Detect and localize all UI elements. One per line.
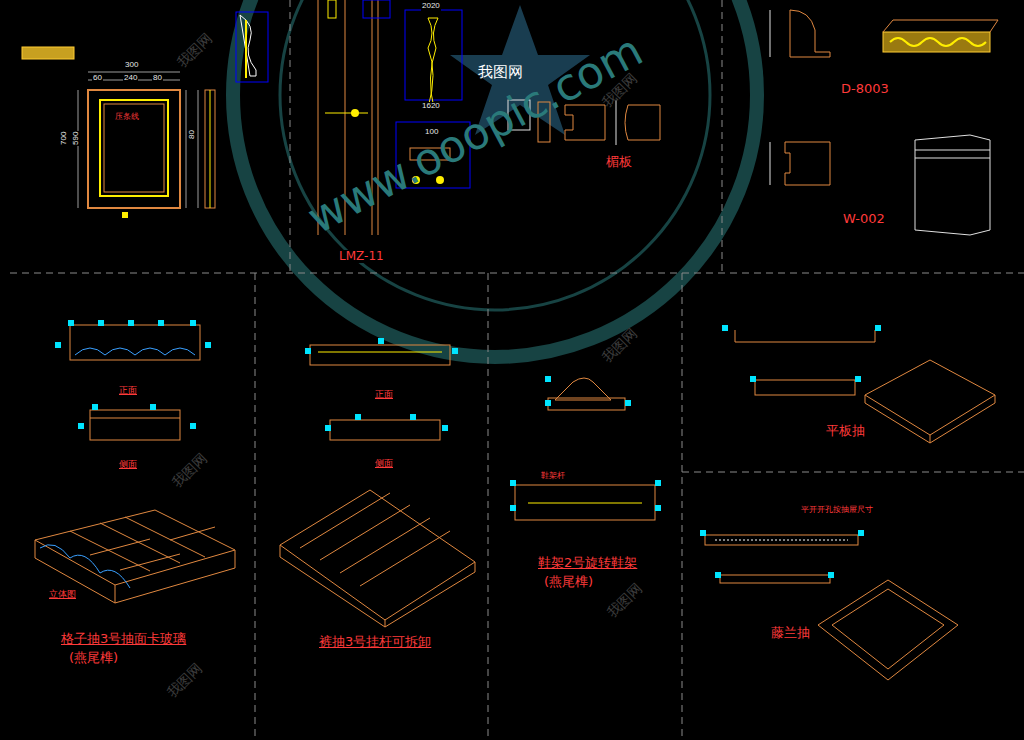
watermark-seal — [233, 0, 757, 357]
watermark: 我图网 — [165, 660, 206, 701]
part-code: LMZ-11 — [338, 250, 385, 263]
dimension: 100 — [424, 128, 439, 137]
watermark: 我图网 — [175, 30, 216, 71]
part-name: 藤兰抽 — [770, 626, 811, 640]
watermark: 我图网 — [170, 450, 211, 491]
dimension: 1620 — [421, 102, 441, 111]
dimension-marks — [55, 320, 881, 578]
view-label: 正面 — [118, 386, 138, 396]
door-frame — [22, 47, 215, 218]
shoe-rack — [515, 378, 655, 520]
part-name: 鞋架2号旋转鞋架 — [537, 556, 638, 570]
note: 平开开孔按抽屉尺寸 — [800, 506, 874, 515]
part-code: D-8003 — [840, 82, 890, 96]
view-label: 立体图 — [48, 590, 77, 600]
dimension: 60 — [92, 74, 103, 83]
dimension: 300 — [124, 61, 139, 70]
part-name: 鞋架杆 — [540, 472, 566, 481]
part-code: W-002 — [842, 212, 886, 226]
lintel-profile — [508, 10, 998, 235]
part-name: 压条线 — [114, 113, 140, 122]
note: (燕尾榫) — [543, 575, 594, 589]
watermark: 我图网 — [600, 325, 641, 366]
dimension: 590 — [72, 131, 81, 146]
grid-drawer — [35, 325, 235, 603]
dimension: 2020 — [421, 2, 441, 11]
dimension: 700 — [60, 131, 69, 146]
note: (燕尾榫) — [68, 651, 119, 665]
divider-lines — [10, 0, 1024, 740]
part-name: 裤抽3号挂杆可拆卸 — [318, 635, 432, 649]
part-name: 平板抽 — [825, 424, 866, 438]
dimension: 240 — [123, 74, 138, 83]
watermark: www.ooopic.com — [300, 26, 650, 243]
watermark: 我图网 — [478, 64, 523, 81]
watermark: 我图网 — [605, 580, 646, 621]
view-label: 正面 — [374, 390, 394, 400]
view-label: 侧面 — [118, 460, 138, 470]
trouser-drawer — [280, 345, 475, 627]
part-name: 楣板 — [605, 155, 633, 169]
dimension: 80 — [152, 74, 163, 83]
part-name: 格子抽3号抽面卡玻璃 — [60, 632, 187, 646]
flat-drawers — [705, 330, 995, 680]
dimension: 80 — [188, 129, 197, 140]
view-label: 侧面 — [374, 459, 394, 469]
